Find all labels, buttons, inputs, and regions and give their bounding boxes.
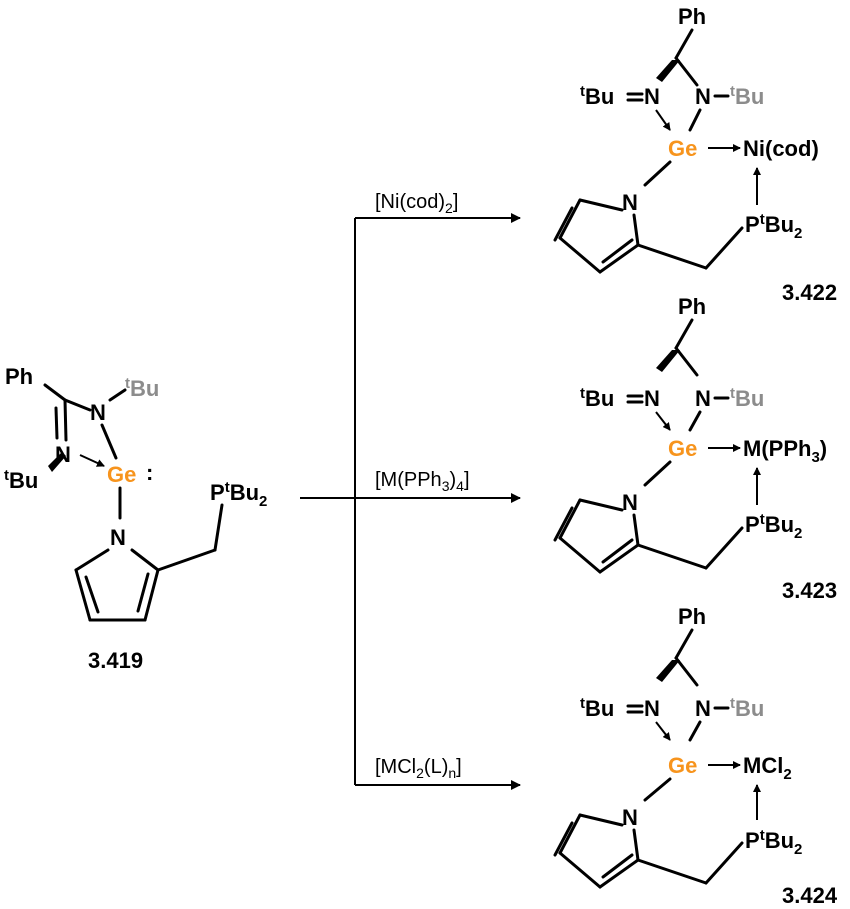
metal-label: MCl [743,753,783,778]
p-bu: Bu [230,480,259,505]
ph-label: Ph [5,364,33,389]
svg-text:N: N [644,386,660,411]
svg-text:N: N [622,490,638,515]
c-n1-bond [63,398,92,412]
svg-text:tBu: tBu [730,695,764,721]
svg-text:tBu: tBu [125,375,159,401]
condition-m-pph3: [M(PPh3)4] [375,469,470,494]
ge-npyr-bond [643,160,672,187]
tbu1-sup: t [125,375,130,392]
pyr-bond-4b [136,572,150,613]
svg-text:tBu: tBu [730,83,764,109]
svg-text:tBu: tBu [580,83,614,109]
compound-label-3-423: 3.423 [782,578,837,603]
p-label: P [210,480,225,505]
svg-text:PtBu2: PtBu2 [745,827,802,858]
svg-text:PtBu2: PtBu2 [745,211,802,242]
svg-text:N: N [695,386,711,411]
ph-c-bond [674,28,694,60]
ph-c-bond [43,383,67,402]
svg-text:tBu: tBu [580,385,614,411]
ge-label: Ge [668,136,697,161]
pyr-bond-5 [130,548,160,572]
svg-text:Ph: Ph [678,294,706,319]
svg-text:tBu: tBu [4,467,38,493]
svg-text:N: N [644,696,660,721]
tbu1-base: Bu [130,376,159,401]
svg-text:N: N [622,805,638,830]
ph-label: Ph [678,4,706,29]
pyr-bond-2 [74,568,92,622]
metal-label: Ni(cod) [743,136,819,161]
svg-text:MCl2: MCl2 [743,753,792,783]
p-t-sup: t [225,479,230,496]
condition-mcl2: [MCl2(L)n] [375,756,462,781]
tbu2-base: Bu [9,468,38,493]
p-sub2: 2 [259,493,267,510]
svg-text:Ge: Ge [668,436,697,461]
product-3-422: Ph tBu N N tBu Ge Ni(cod) N PtBu2 3.422 [553,4,837,305]
svg-text:PtBu2: PtBu2 [745,511,802,542]
ch2-p-bond [213,503,224,552]
n-ge-dative [655,109,671,131]
product-3-423: Ph tBu N N tBu Ge M(PPh3) N PtBu2 3.423 [553,294,837,603]
n2-ge-dative [79,454,105,467]
c-n2-bond [63,398,68,442]
compound-label-3-422: 3.422 [782,280,837,305]
metal-label: M(PPh [743,436,811,461]
svg-text:PtBu2: PtBu2 [210,479,267,510]
svg-text:N: N [695,84,711,109]
compound-label-3-419: 3.419 [88,648,143,673]
c-n-wedge [656,60,680,82]
n1-tbu-bond [108,388,127,402]
svg-text:N: N [644,84,660,109]
pyr-bond-4 [143,568,160,622]
svg-text:N: N [695,696,711,721]
pyr-bond-2b [84,575,100,614]
pyrrole-n-label: N [110,525,126,550]
svg-text:Ge: Ge [668,753,697,778]
condition-ni-cod: [Ni(cod)2] [375,191,458,216]
product-3-424: Ph tBu N N tBu Ge MCl2 N PtBu2 3.424 [553,604,838,908]
reactant-3-419: Ph N tBu N tBu Ge : N PtBu2 3.419 [4,364,267,673]
n1-ge-bond [100,423,118,460]
lone-pair: : [146,460,153,485]
n2-label: N [55,442,71,467]
pyr-bond-1 [74,548,110,572]
svg-text:N: N [622,190,638,215]
svg-text:Ph: Ph [678,604,706,629]
n-ge-bond [688,108,702,132]
compound-label-3-424: 3.424 [782,883,838,908]
tbu2-sup: t [4,467,9,484]
ge-label: Ge [107,462,136,487]
n2-tbu-wedge [48,452,66,472]
svg-text:tBu: tBu [730,385,764,411]
ch2-bond [156,548,217,572]
c-n2-double [54,406,59,440]
reaction-arrows [300,213,521,790]
n1-label: N [90,400,106,425]
svg-text:M(PPh3): M(PPh3) [743,436,827,466]
c-n2-bond [674,56,699,87]
svg-text:tBu: tBu [580,695,614,721]
